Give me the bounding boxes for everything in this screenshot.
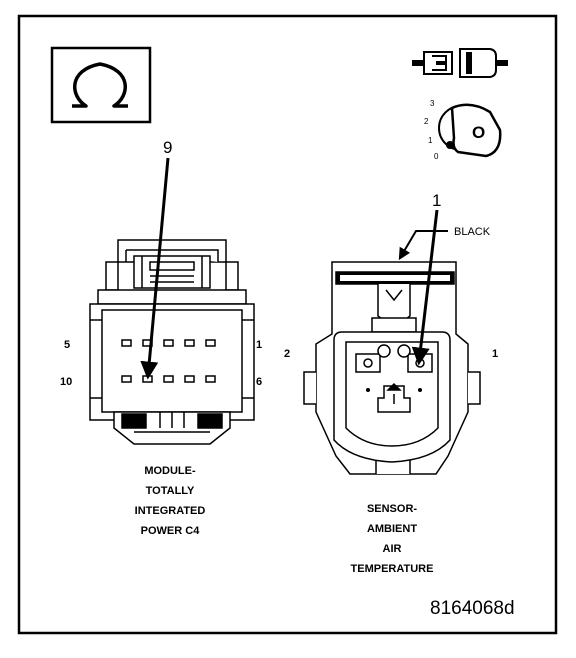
- svg-text:INTEGRATED: INTEGRATED: [135, 505, 206, 517]
- module-connector: [89, 239, 255, 445]
- module-pin-label-top-right: 1: [256, 339, 262, 351]
- ignition-position-1: 1: [428, 136, 433, 145]
- svg-text:AMBIENT: AMBIENT: [367, 523, 417, 535]
- module-pin-label-bottom-left: 10: [60, 376, 72, 388]
- sensor-pin-label-left: 2: [284, 348, 290, 360]
- module-pin-label-top-left: 5: [64, 339, 70, 351]
- module-probe-arrow: [140, 157, 170, 380]
- module-cavity-row-top: [121, 339, 216, 347]
- sensor-probe-arrow: [411, 209, 439, 366]
- ignition-position-0: 0: [434, 152, 439, 161]
- ignition-key-off-icon: O 3 2 1 0: [424, 99, 502, 161]
- disconnected-connector-icon: [412, 48, 508, 78]
- ignition-position-3: 3: [430, 99, 435, 108]
- sensor-probe-pin-callout: 1: [432, 191, 441, 210]
- ohm-symbol-icon: [50, 46, 152, 124]
- sensor-alignment-dot: [418, 388, 422, 392]
- sensor-connector: [303, 261, 481, 475]
- sensor-pin-label-right: 1: [492, 348, 498, 360]
- svg-text:MODULE-: MODULE-: [144, 465, 196, 477]
- sensor-caption: SENSOR- AMBIENT AIR TEMPERATURE: [351, 503, 434, 575]
- sensor-color-leader: [398, 230, 448, 261]
- diagram-frame: [17, 14, 558, 635]
- svg-text:TOTALLY: TOTALLY: [146, 485, 195, 497]
- module-probe-pin-callout: 9: [163, 138, 172, 157]
- svg-text:POWER C4: POWER C4: [141, 525, 201, 537]
- ignition-position-2: 2: [424, 117, 429, 126]
- module-caption: MODULE- TOTALLY INTEGRATED POWER C4: [135, 465, 206, 537]
- svg-text:SENSOR-: SENSOR-: [367, 503, 417, 515]
- svg-text:TEMPERATURE: TEMPERATURE: [351, 563, 434, 575]
- figure-id: 8164068d: [430, 598, 515, 619]
- svg-text:AIR: AIR: [383, 543, 402, 555]
- ignition-key-label: O: [472, 123, 485, 142]
- sensor-alignment-dot: [366, 388, 370, 392]
- module-pin-label-bottom-right: 6: [256, 376, 262, 388]
- sensor-color-label: BLACK: [454, 226, 491, 238]
